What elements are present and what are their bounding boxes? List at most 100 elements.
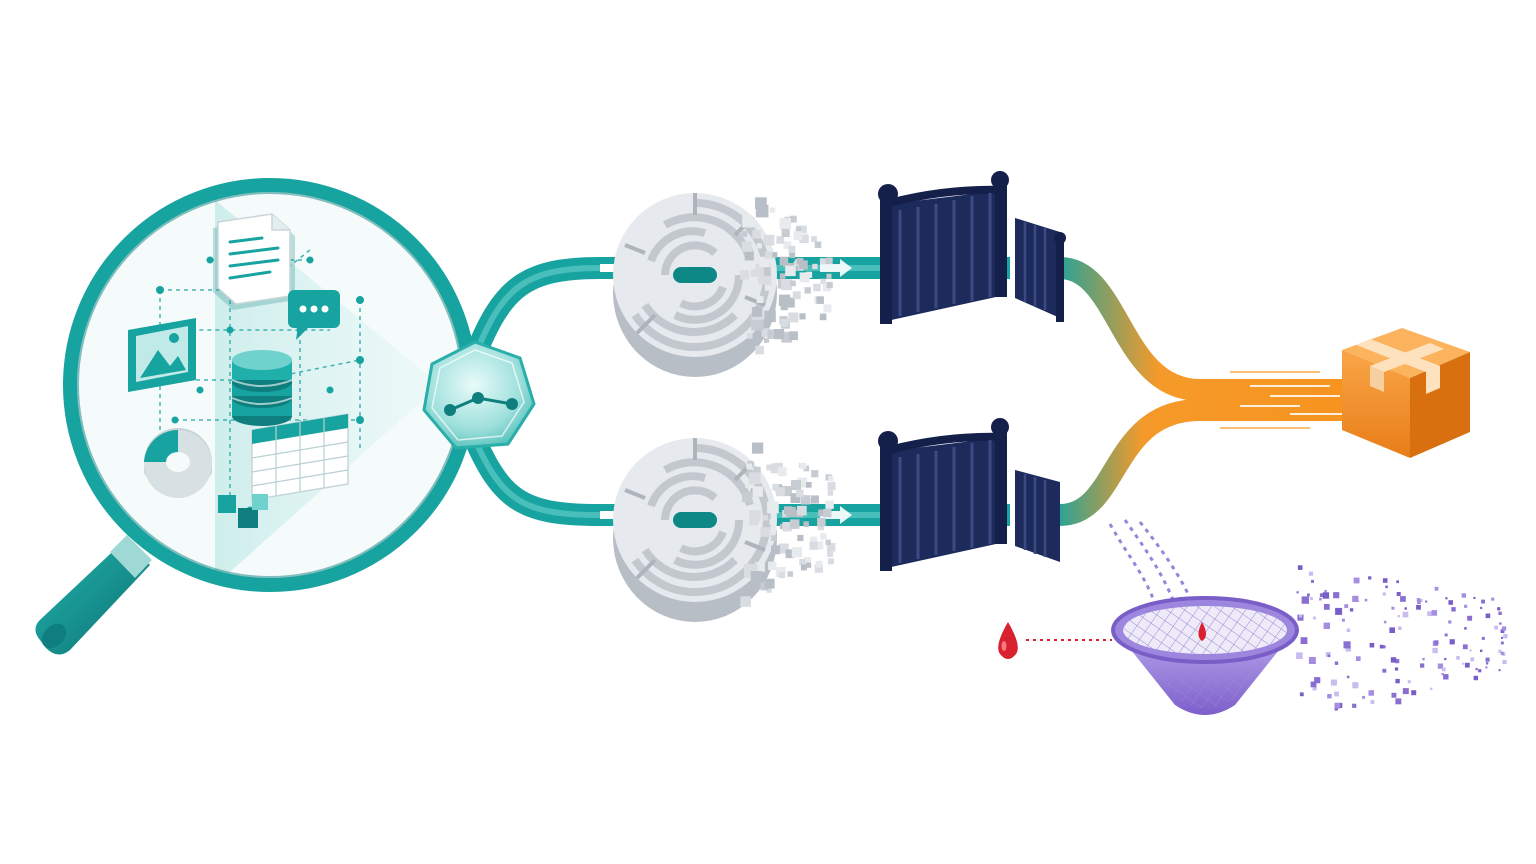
pixel-particle — [1419, 598, 1423, 602]
pixel-particle — [823, 508, 832, 518]
pixel-particle — [774, 329, 785, 340]
pixel-particle — [1352, 703, 1357, 708]
pixel-particle — [818, 509, 825, 517]
pixel-particle — [813, 283, 821, 292]
pixel-particle — [1437, 663, 1444, 669]
pixel-particle — [1334, 702, 1341, 709]
pixel-particle — [761, 275, 772, 286]
pixel-particle — [781, 486, 792, 497]
pixel-particle — [1299, 614, 1302, 618]
pixel-particle — [1416, 604, 1421, 610]
pixel-particle — [1425, 600, 1428, 603]
pixel-particle — [792, 291, 801, 300]
pixel-particle — [741, 230, 748, 237]
pixel-particle — [777, 467, 787, 477]
pixel-particle — [1448, 600, 1453, 605]
pixel-particle — [796, 257, 804, 265]
pixel-particle — [1323, 604, 1330, 610]
table-icon — [251, 413, 349, 501]
pixel-particle — [828, 475, 834, 482]
pixel-particle — [811, 536, 818, 543]
pixel-particle — [1491, 597, 1495, 601]
pixel-particle — [1310, 681, 1317, 688]
pixel-particle — [741, 241, 753, 252]
pixel-particle — [1394, 667, 1399, 671]
pixel-particle — [809, 541, 818, 550]
pixel-particle — [795, 226, 802, 233]
pixel-particle — [814, 564, 823, 573]
pie-chart-icon — [143, 428, 212, 498]
pixel-particle — [778, 543, 789, 554]
pixel-particle — [780, 319, 789, 327]
pixel-particle — [791, 480, 801, 490]
pixel-particle — [1324, 589, 1327, 593]
pixel-particle — [778, 572, 785, 579]
pixel-particle — [1385, 585, 1388, 589]
database-icon — [231, 350, 293, 426]
pixel-particle — [749, 510, 761, 522]
pixel-particle — [826, 273, 832, 279]
pixel-particle — [742, 492, 753, 503]
pixel-particle — [1343, 641, 1351, 649]
pixel-particle — [771, 252, 778, 258]
pixel-particle — [771, 535, 777, 541]
pixel-particle — [1475, 668, 1478, 671]
pixel-particle — [740, 596, 751, 607]
pixel-particle — [779, 273, 786, 279]
pixel-particle — [1353, 577, 1360, 584]
pixel-particle — [1441, 667, 1446, 672]
pixel-particle — [1462, 662, 1465, 665]
pixel-particle — [1448, 620, 1452, 624]
pixel-particle — [1309, 597, 1313, 600]
pixel-particle — [814, 241, 822, 249]
pixel-particle — [1434, 586, 1439, 591]
pixel-particle — [1451, 607, 1456, 612]
red-droplet-icon — [998, 622, 1112, 659]
pixel-particle — [819, 258, 826, 265]
pixel-particle — [778, 294, 791, 306]
pixel-particle — [797, 505, 807, 516]
pixel-particle — [1391, 606, 1395, 610]
pixel-particle — [760, 527, 771, 537]
pixel-particle — [764, 337, 770, 343]
pixel-particle — [799, 558, 806, 566]
pixel-particle — [764, 284, 771, 291]
pixel-particle — [770, 463, 781, 474]
pixel-particles — [740, 197, 833, 355]
pixel-particle — [776, 236, 785, 244]
pixel-particle — [1389, 627, 1395, 633]
pixel-particle — [796, 489, 804, 498]
pixel-particle — [800, 462, 807, 469]
pixel-particle — [755, 345, 764, 355]
pixel-particle — [1473, 596, 1476, 599]
pixel-particle — [767, 329, 777, 339]
pixel-particle — [1464, 662, 1470, 668]
pixel-particle — [1445, 597, 1448, 600]
pixel-particle — [1333, 592, 1340, 599]
pixel-particle — [1402, 611, 1409, 618]
pixel-particle — [760, 582, 769, 591]
pixel-particle — [1502, 659, 1507, 665]
pixel-particle — [1469, 649, 1472, 652]
pixel-particle — [755, 197, 767, 210]
magnifier-handle — [35, 535, 152, 655]
pixel-particle — [1441, 673, 1444, 676]
pixel-particle — [1308, 657, 1316, 664]
pixel-particle — [763, 234, 775, 246]
pixel-particle — [1411, 690, 1417, 696]
pixel-particle — [1503, 634, 1508, 639]
pixel-particle — [1325, 652, 1331, 657]
pixel-particle — [826, 257, 833, 265]
magnifier-data-icon — [35, 178, 477, 655]
pixel-particle — [744, 258, 756, 270]
pixel-particle — [1470, 657, 1475, 662]
pixel-particle — [1422, 657, 1425, 661]
pixel-particle — [1443, 674, 1449, 680]
pixel-particle — [1427, 611, 1433, 617]
pixel-particle — [1485, 657, 1490, 662]
pixel-particle — [1391, 692, 1397, 698]
pixel-particle — [1369, 642, 1375, 648]
pixel-particle — [1319, 593, 1324, 597]
